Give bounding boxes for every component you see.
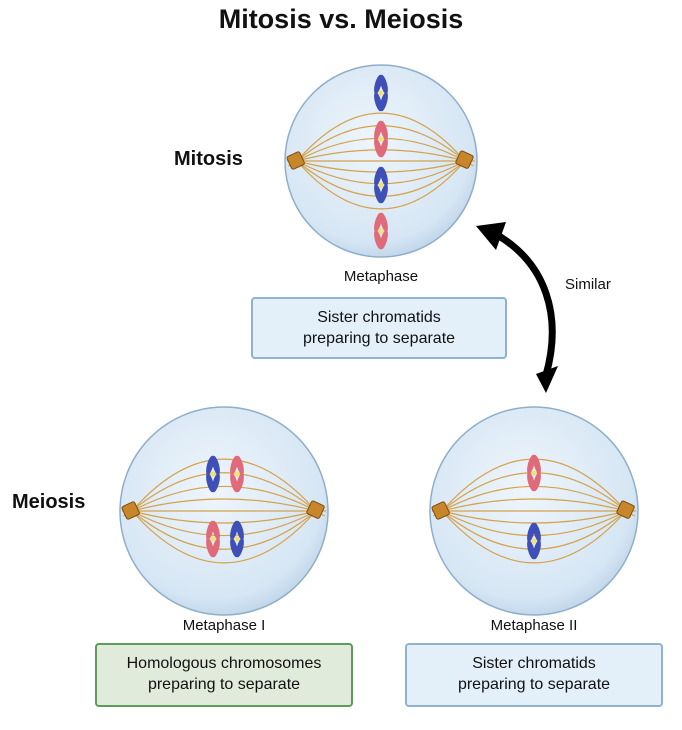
meiosis-1-note: Homologous chromosomes preparing to sepa… (95, 643, 353, 707)
centrosome (121, 501, 140, 520)
spindle-fiber (131, 510, 317, 564)
mitosis-label: Mitosis (174, 148, 243, 170)
chromosome (374, 74, 388, 112)
spindle-fiber (131, 485, 317, 512)
spindle-fiber (131, 510, 317, 550)
spindle-fiber (296, 112, 466, 162)
centromere (234, 536, 240, 542)
meiosis-2-note-line-1: Sister chromatids (472, 655, 596, 672)
chromosome (374, 212, 388, 250)
meiosis-1-note-line-2: preparing to separate (147, 676, 301, 693)
chromosome (527, 522, 541, 560)
spindle-fiber (296, 160, 466, 210)
mitosis-cell (284, 64, 478, 258)
chromosome (230, 455, 244, 493)
chromosome (206, 455, 220, 493)
mitosis-note-line-1: Sister chromatids (317, 309, 441, 326)
similar-label: Similar (565, 276, 611, 293)
centromere (378, 182, 384, 188)
similar-arrow (476, 222, 558, 393)
meiosis-1-cell (119, 406, 329, 616)
centrosome (455, 150, 474, 169)
meiosis-2-cell (429, 406, 639, 616)
arrow-head-top-icon (476, 222, 506, 250)
centrosome (431, 501, 450, 520)
meiosis-1-caption: Metaphase I (182, 617, 266, 634)
spindle-fiber (131, 510, 317, 537)
meiosis-2-note-line-2: preparing to separate (457, 676, 611, 693)
meiosis-1-note-line-1: Homologous chromosomes (126, 655, 322, 672)
mitosis-note: Sister chromatids preparing to separate (251, 297, 507, 359)
spindle-fiber (131, 510, 317, 524)
page-title: Mitosis vs. Meiosis (218, 4, 464, 34)
spindle-fiber (131, 472, 317, 512)
spindle-fiber (441, 510, 627, 537)
arrow-head-bottom-icon (536, 366, 558, 393)
mitosis-caption: Metaphase (343, 268, 419, 285)
centromere (531, 538, 537, 544)
mitosis-note-line-2: preparing to separate (302, 330, 456, 347)
chromosome (527, 454, 541, 492)
centromere (378, 136, 384, 142)
meiosis-label: Meiosis (12, 491, 86, 513)
chromosome (206, 520, 220, 558)
centrosome (616, 500, 635, 519)
centromere (531, 470, 537, 476)
centrosome (286, 151, 305, 170)
chromosome (374, 120, 388, 158)
centromere (210, 471, 216, 477)
spindle-fiber (441, 498, 627, 512)
centrosome (306, 500, 325, 519)
centromere (210, 536, 216, 542)
spindle-fiber (131, 498, 317, 512)
meiosis-2-caption: Metaphase II (490, 617, 578, 634)
centromere (378, 228, 384, 234)
meiosis-2-note: Sister chromatids preparing to separate (405, 643, 663, 707)
spindle-fiber (441, 510, 627, 564)
centromere (378, 90, 384, 96)
centromere (234, 471, 240, 477)
spindle-fiber (131, 458, 317, 512)
chromosome (374, 166, 388, 204)
chromosome (230, 520, 244, 558)
